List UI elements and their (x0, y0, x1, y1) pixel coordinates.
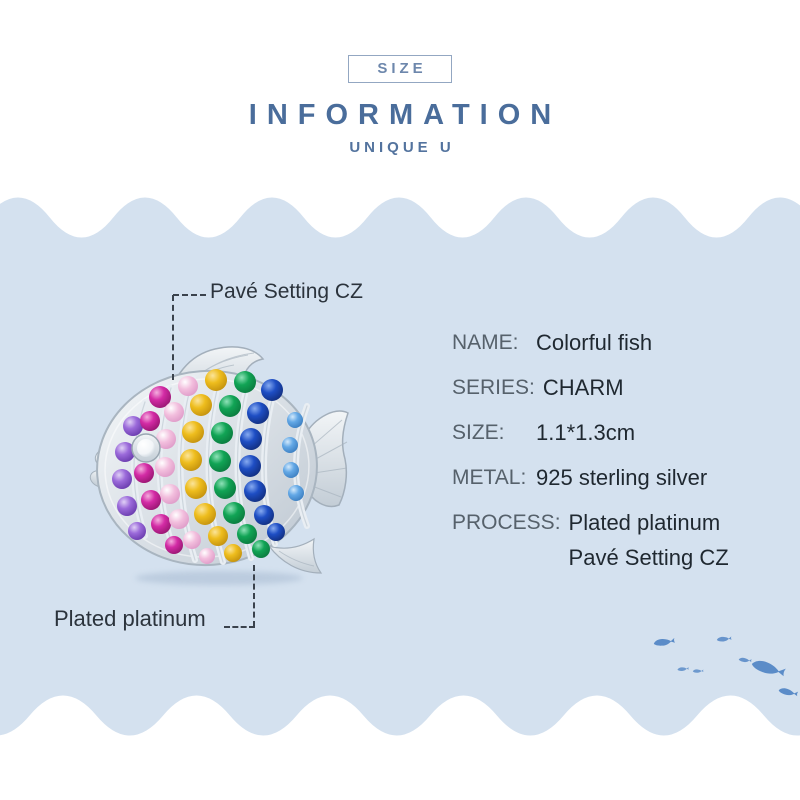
small-fish (653, 636, 676, 648)
fish-eye (131, 433, 161, 463)
stones-magenta (134, 386, 183, 554)
stones-sky-blue (282, 412, 304, 501)
wave-bottom-divider (0, 695, 800, 736)
spec-row-metal: METAL: 925 sterling silver (452, 465, 729, 490)
spec-value: 1.1*1.3cm (536, 420, 636, 445)
spec-row-size: SIZE: 1.1*1.3cm (452, 420, 729, 445)
spec-list: NAME: Colorful fish SERIES: CHARM SIZE: … (452, 330, 729, 590)
small-fish (750, 658, 787, 678)
spec-value: 925 sterling silver (536, 465, 708, 490)
spec-label: SERIES: (452, 376, 535, 399)
main-section: Pavé Setting CZ Plated platinum NAME: Co… (0, 238, 800, 697)
spec-value: Plated platinum Pavé Setting CZ (569, 510, 729, 570)
page-subtitle: UNIQUE U (349, 139, 455, 156)
header-section: SIZE INFORMATION UNIQUE U (0, 0, 800, 197)
callout-plated-line-vertical (253, 565, 255, 627)
small-fish (778, 687, 799, 697)
spec-row-series: SERIES: CHARM (452, 375, 729, 400)
stones-blue (239, 379, 285, 541)
fish-charm-photo (89, 346, 349, 585)
wave-bottom-shape (0, 695, 800, 736)
page-title: INFORMATION (248, 99, 562, 131)
wave-top-shape (0, 197, 800, 238)
small-fish (677, 666, 690, 672)
spec-row-process: PROCESS: Plated platinum Pavé Setting CZ (452, 510, 729, 570)
spec-value: Colorful fish (536, 330, 653, 355)
callout-plated-line-horizontal (224, 626, 255, 628)
spec-label: NAME: (452, 331, 519, 354)
wave-top-divider (0, 197, 800, 238)
spec-value-line1: Plated platinum (568, 510, 721, 535)
stones-green (209, 371, 270, 558)
anal-fin (267, 537, 323, 574)
spec-row-name: NAME: Colorful fish (452, 330, 729, 355)
callout-pave-line-horizontal (173, 294, 206, 296)
spec-value: CHARM (542, 375, 624, 400)
spec-label: SIZE: (452, 421, 505, 444)
callout-plated-label: Plated platinum (54, 606, 206, 631)
spec-label: METAL: (452, 466, 527, 489)
small-fish (716, 635, 732, 643)
small-fish (692, 668, 704, 674)
callout-pave-line-vertical (172, 295, 174, 380)
spec-value-line2: Pavé Setting CZ (568, 545, 729, 570)
spec-label: PROCESS: (452, 511, 561, 534)
callout-pave-label: Pavé Setting CZ (210, 280, 363, 303)
stones-purple (112, 416, 146, 540)
footer-section (0, 736, 800, 800)
size-badge: SIZE (348, 55, 452, 83)
small-fish (738, 657, 752, 663)
stones-yellow (180, 369, 242, 562)
fish-shadow (135, 571, 303, 585)
fish-school-illustration (653, 635, 799, 697)
stones-pink (155, 376, 215, 564)
